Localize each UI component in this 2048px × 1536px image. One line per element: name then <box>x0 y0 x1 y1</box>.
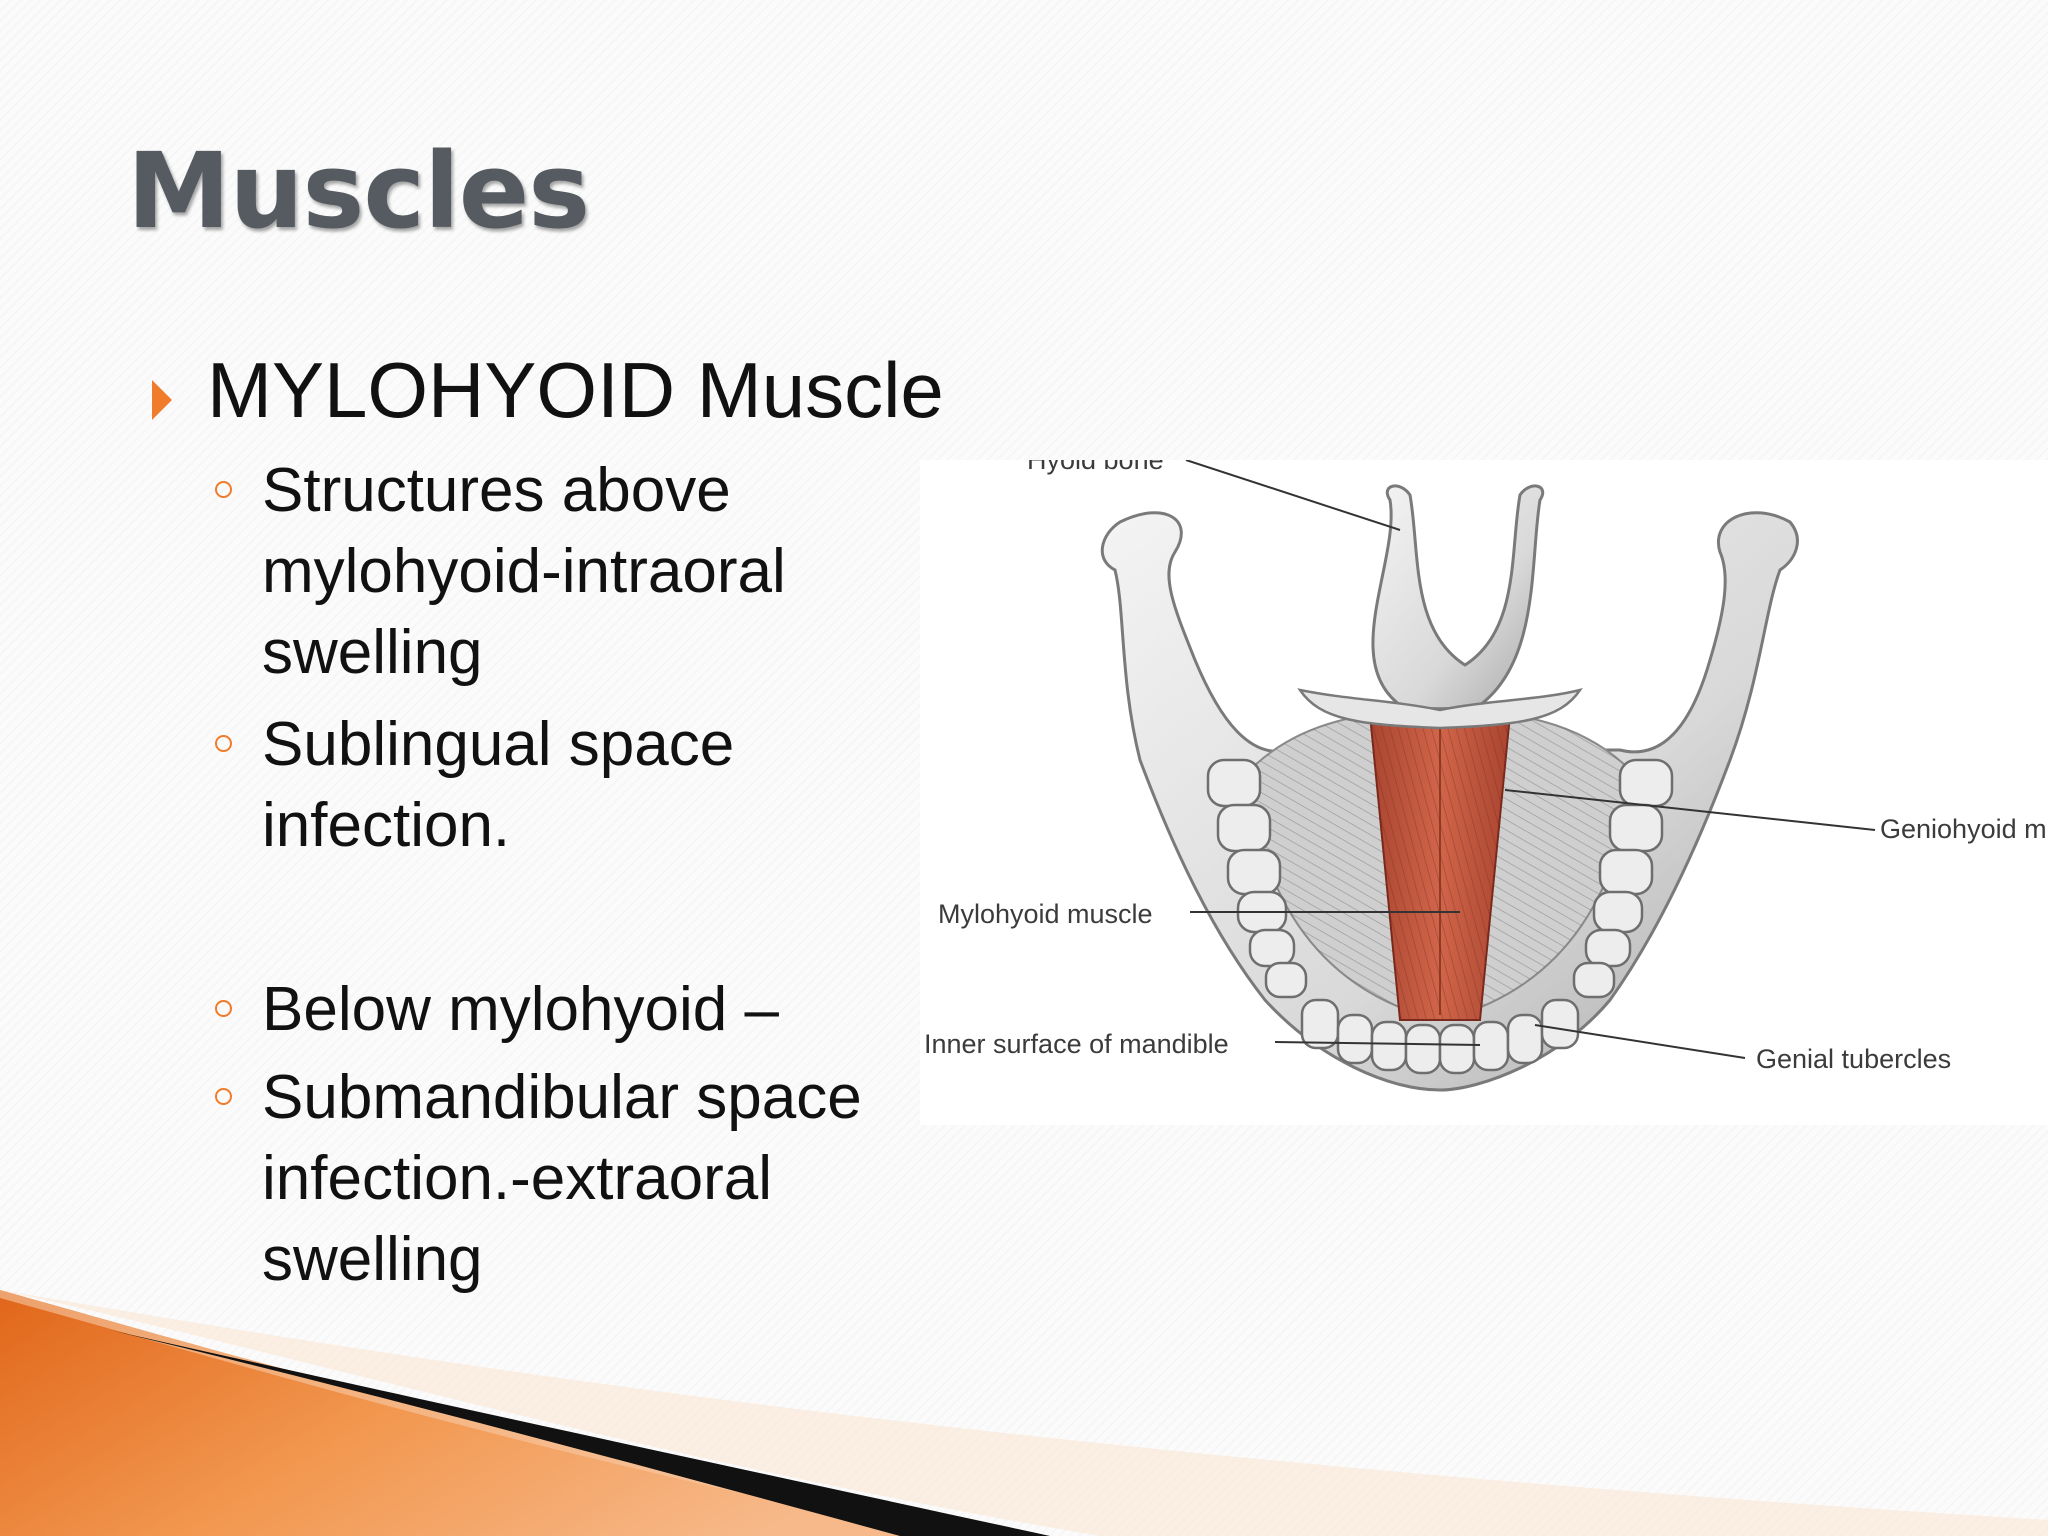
slide-title: Muscles <box>127 130 590 252</box>
hyoid-bone <box>1371 484 1544 711</box>
teeth-left <box>1206 758 1308 999</box>
mandible-diagram: Hyoid bone Geniohyoid m Mylohyoid muscle… <box>920 460 2048 1125</box>
sub-bullet-ring-icon <box>215 1000 232 1017</box>
bullet-arrow-icon <box>152 380 172 420</box>
label-inner-surface-mandible: Inner surface of mandible <box>924 1029 1229 1059</box>
mandible-illustration: Hyoid bone Geniohyoid m Mylohyoid muscle… <box>924 460 2047 1092</box>
sub-bullet-2: Sublingual space infection. <box>262 710 735 860</box>
sub-bullet-ring-icon <box>215 1088 232 1105</box>
label-genial-tubercles: Genial tubercles <box>1756 1044 1951 1074</box>
sub-bullet-ring-icon <box>215 735 232 752</box>
label-geniohyoid: Geniohyoid m <box>1880 814 2047 844</box>
teeth-right <box>1572 758 1674 999</box>
sub-bullet-1: Structures above mylohyoid-intraoral swe… <box>262 456 786 687</box>
label-mylohyoid-muscle: Mylohyoid muscle <box>938 899 1153 929</box>
decorative-swoosh <box>0 1290 2048 1536</box>
label-leader-lines <box>1185 460 1876 1059</box>
sub-bullet-ring-icon <box>215 481 232 498</box>
label-hyoid-bone: Hyoid bone <box>1027 460 1164 475</box>
sub-bullet-3: Below mylohyoid – <box>262 975 779 1044</box>
teeth-front <box>1300 998 1580 1075</box>
main-bullet: MYLOHYOID Muscle <box>207 346 944 434</box>
sub-bullet-4: Submandibular space infection.-extraoral… <box>262 1063 862 1294</box>
